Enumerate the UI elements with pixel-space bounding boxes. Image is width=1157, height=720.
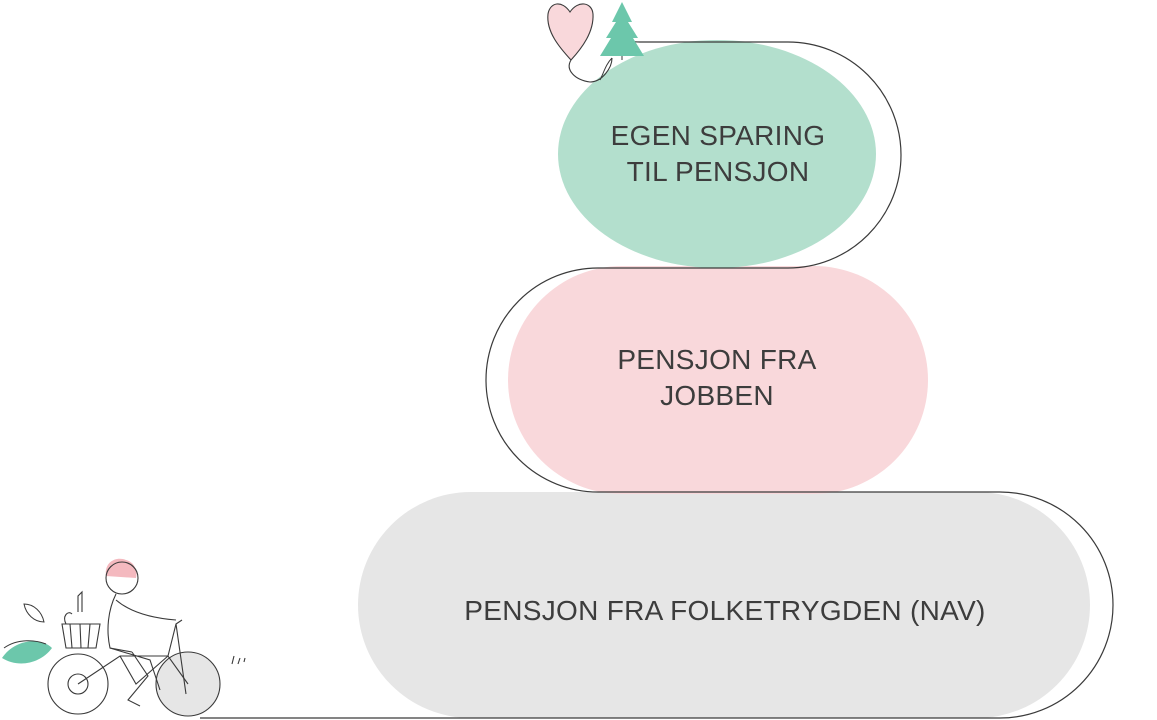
tier-top-line1: EGEN SPARING [560, 118, 876, 154]
leaf-icon [2, 604, 52, 663]
tier-middle-label: PENSJON FRA JOBBEN [508, 342, 926, 414]
tier-middle-line2: JOBBEN [508, 378, 926, 414]
cyclist-illustration [48, 559, 245, 716]
tier-bottom-label: PENSJON FRA FOLKETRYGDEN (NAV) [360, 593, 1090, 629]
heart-icon [548, 4, 612, 82]
tier-middle-line1: PENSJON FRA [508, 342, 926, 378]
tier-top-label: EGEN SPARING TIL PENSJON [560, 118, 876, 190]
tier-top-line2: TIL PENSJON [560, 154, 876, 190]
tier-bottom-line1: PENSJON FRA FOLKETRYGDEN (NAV) [360, 593, 1090, 629]
